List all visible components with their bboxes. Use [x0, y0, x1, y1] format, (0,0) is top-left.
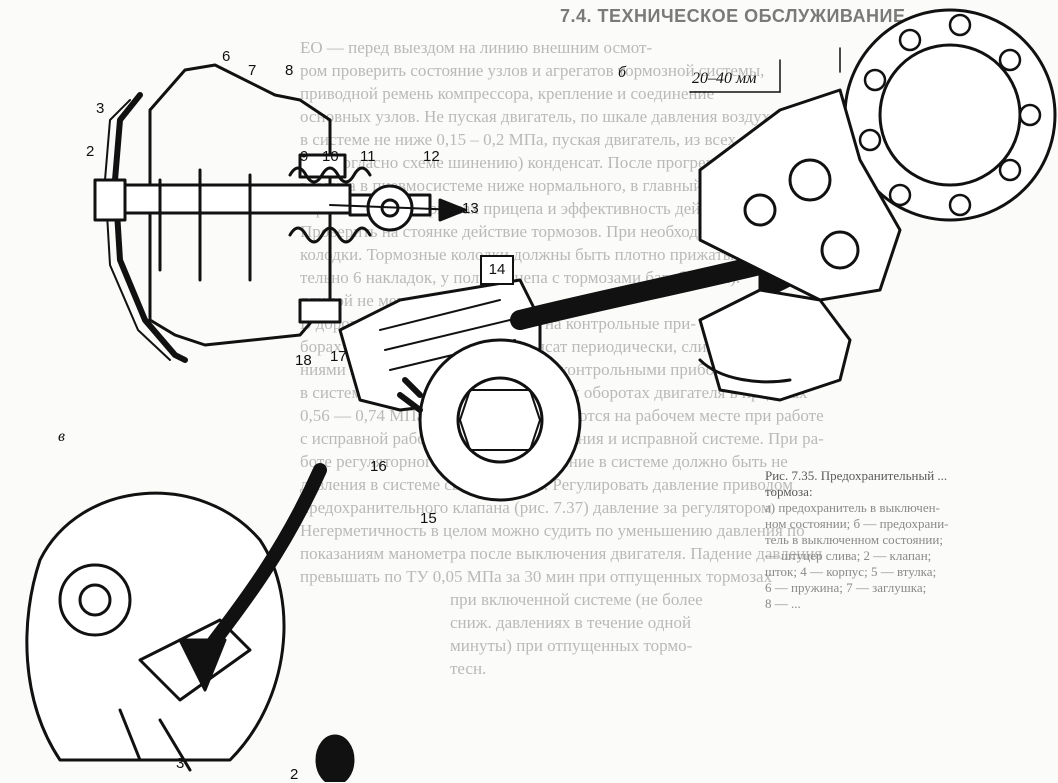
- background-text-line: основных узлов. Не пуская двигатель, по …: [300, 107, 784, 126]
- return-spring: [288, 166, 372, 244]
- hub-bolts: [858, 13, 1042, 217]
- part-label: 2: [86, 143, 95, 160]
- side-caption-line: а) предохранитель в выключен-: [765, 500, 940, 515]
- part-label: 17: [330, 348, 347, 365]
- part-label: 7: [248, 62, 257, 79]
- background-text-line: показаниям манометра после выключения дв…: [300, 544, 823, 563]
- background-text-line: минуты) при отпущенных тормо-: [450, 636, 693, 655]
- hand: [698, 288, 852, 402]
- part-label: 3: [96, 100, 105, 117]
- hose: [510, 250, 790, 330]
- page-heading: 7.4. ТЕХНИЧЕСКОЕ ОБСЛУЖИВАНИЕ: [560, 6, 906, 26]
- dimension-label: 20–40 мм: [692, 70, 757, 87]
- background-text-line: Негерметичность в целом можно судить по …: [300, 521, 805, 540]
- chamber-push-rod: [108, 183, 352, 215]
- background-text-line: ров (согласно схеме шинению) конденсат. …: [300, 153, 797, 172]
- part-label: 9: [300, 148, 309, 165]
- part-label: 10: [322, 148, 339, 165]
- background-text-line: тельно 6 накладок, у полуприцепа с тормо…: [300, 268, 741, 287]
- background-text-line: при включенной системе (не более: [450, 590, 703, 609]
- background-text-line: ЕО — перед выездом на линию внешним осмо…: [300, 38, 653, 57]
- side-caption-title-2: тормоза:: [765, 484, 813, 499]
- side-caption-line: 8 — ...: [765, 596, 801, 611]
- part-label: 16: [370, 458, 387, 475]
- worm-gear: [418, 338, 582, 502]
- side-caption-line: тель в выключенном состоянии;: [765, 532, 943, 547]
- part-label: 8: [285, 62, 294, 79]
- part-label: 15: [420, 510, 437, 527]
- part-label: 6: [222, 48, 231, 65]
- brake-drum-assembly: [25, 491, 286, 762]
- background-text-line: ром проверить состояние узлов и агрегато…: [300, 61, 765, 80]
- background-text-line: Проверить на стоянке действие тормозов. …: [300, 222, 798, 241]
- part-label: 2: [290, 766, 299, 783]
- side-caption: Рис. 7.35. Предохранительный ... тормоза…: [765, 468, 1055, 612]
- background-text-line: приводной ремень компрессора, крепление …: [300, 84, 715, 103]
- background-text-line: сниж. давлениях в течение одной: [450, 613, 692, 632]
- side-caption-line: ном состоянии; б — предохрани-: [765, 516, 949, 531]
- part-label: 13: [462, 200, 479, 217]
- part-label: 11: [360, 148, 376, 165]
- side-caption-line: — штуцер слива; 2 — клапан;: [765, 548, 932, 563]
- side-caption-title: Рис. 7.35. Предохранительный ...: [765, 468, 948, 483]
- background-text-line: тесн.: [450, 659, 487, 678]
- callout-v: в: [58, 428, 65, 445]
- brake-bracket: [698, 88, 902, 302]
- background-text-line: воздуха в пневмосистеме ниже нормального…: [300, 176, 761, 195]
- side-caption-line: 6 — пружина; 7 — заглушка;: [765, 580, 927, 595]
- side-caption-line: шток; 4 — корпус; 5 — втулка;: [765, 564, 937, 579]
- part-label: 18: [295, 352, 312, 369]
- part-label-boxed: 14: [480, 255, 514, 285]
- background-text-line: колодки. Тормозные колодки должны быть п…: [300, 245, 844, 264]
- callout-b: б: [618, 64, 627, 81]
- brake-chamber-diaphragm: [112, 92, 188, 363]
- background-text-line: превышать по ТУ 0,05 МПа за 30 мин при о…: [300, 567, 773, 586]
- background-text-line: предохранительного клапана (рис. 7.37) д…: [300, 498, 772, 517]
- part-label: 12: [423, 148, 440, 165]
- part-label: 3: [176, 755, 185, 772]
- background-text-line: в системе не ниже 0,15 – 0,2 МПа, пуская…: [300, 130, 795, 149]
